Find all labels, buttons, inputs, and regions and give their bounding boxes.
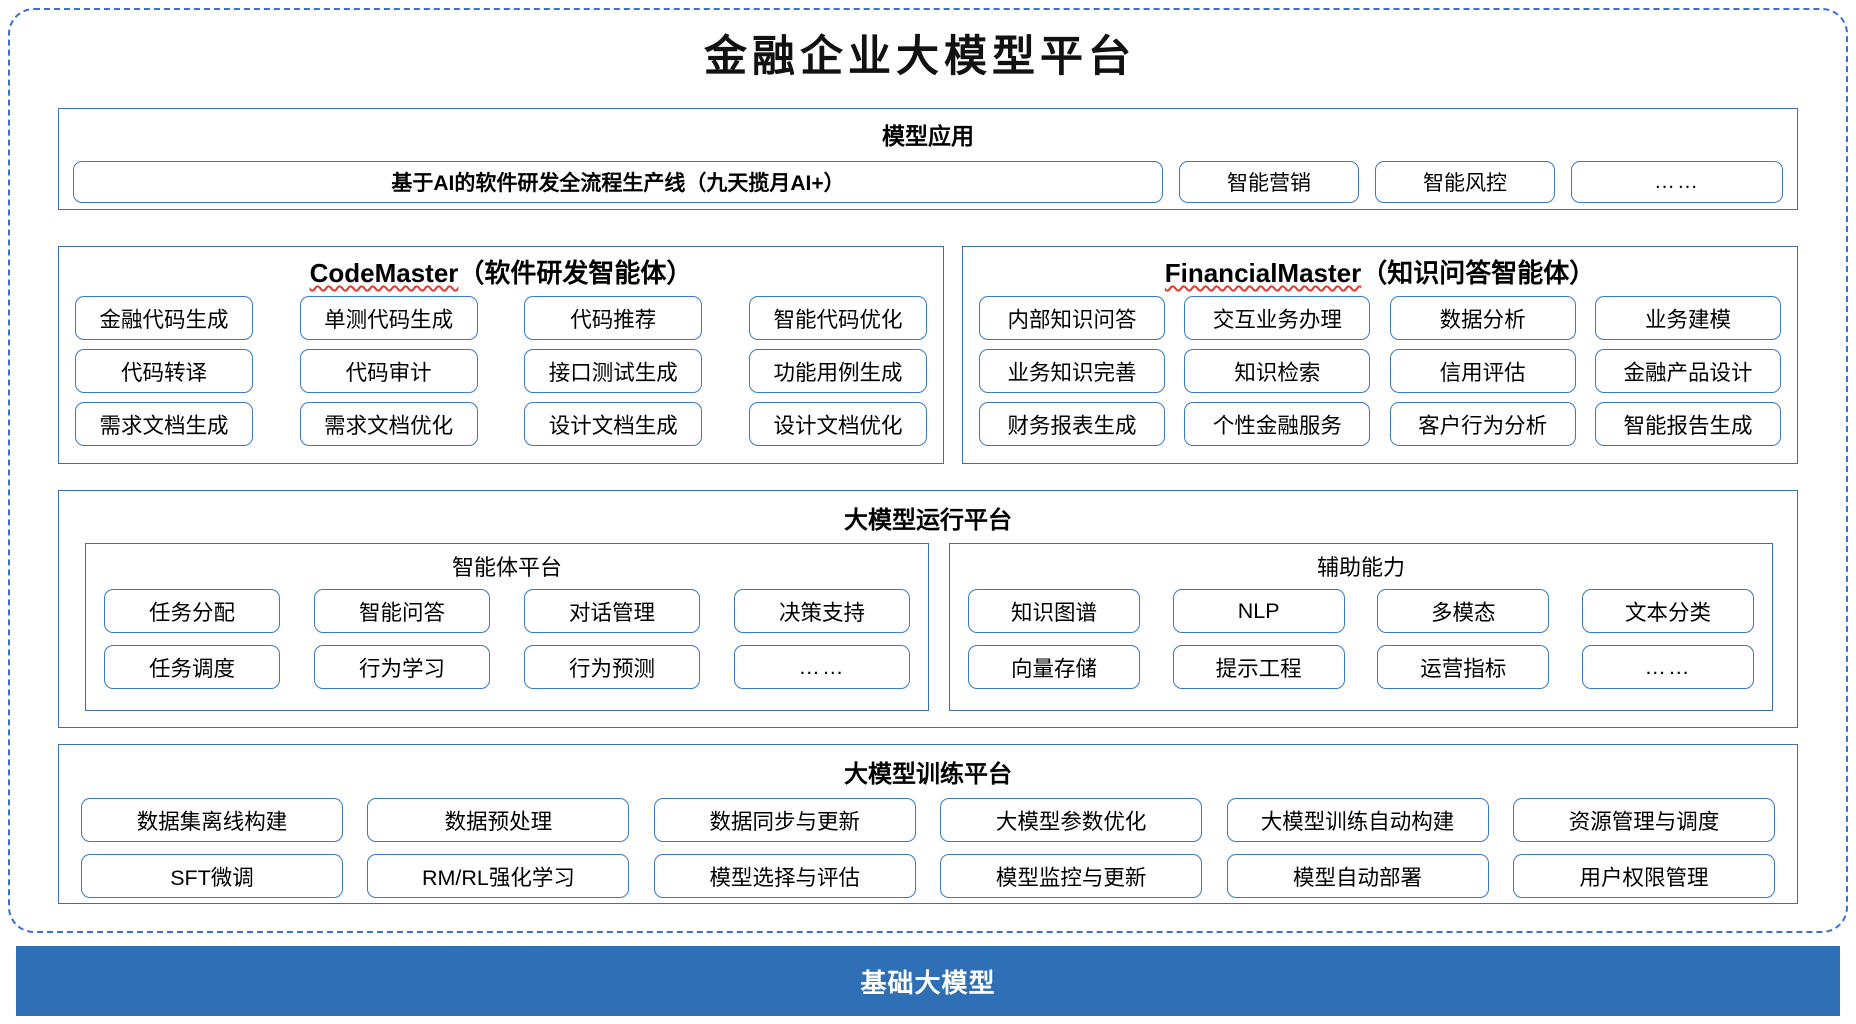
fm-pill-personal-finance-service[interactable]: 个性金融服务 [1184, 402, 1371, 446]
ac-pill-text-classification[interactable]: 文本分类 [1581, 589, 1754, 633]
financialmaster-panel: FinancialMaster（知识问答智能体） 内部知识问答 交互业务办理 数… [962, 246, 1798, 464]
auxiliary-row-2: 向量存储 提示工程 运营指标 …… [968, 645, 1754, 689]
cm-pill-smart-code-optimize[interactable]: 智能代码优化 [748, 296, 927, 340]
ac-pill-multimodal[interactable]: 多模态 [1377, 589, 1550, 633]
financialmaster-title: FinancialMaster（知识问答智能体） [963, 253, 1797, 290]
cm-pill-design-doc-optimize[interactable]: 设计文档优化 [748, 402, 927, 446]
cm-pill-design-doc-gen[interactable]: 设计文档生成 [524, 402, 703, 446]
ac-pill-vector-store[interactable]: 向量存储 [968, 645, 1140, 689]
agent-platform-row-1: 任务分配 智能问答 对话管理 决策支持 [104, 589, 910, 633]
page-title: 金融企业大模型平台 [704, 32, 1136, 82]
auxiliary-capability-subpanel: 辅助能力 知识图谱 NLP 多模态 文本分类 向量存储 提示工程 运营指标 …… [949, 543, 1773, 711]
financialmaster-name: FinancialMaster [1164, 258, 1362, 288]
tp-pill-data-preprocess[interactable]: 数据预处理 [367, 798, 630, 842]
codemaster-name: CodeMaster [309, 258, 459, 288]
ac-pill-nlp[interactable]: NLP [1172, 589, 1345, 633]
cm-pill-unittest-code-gen[interactable]: 单测代码生成 [299, 296, 478, 340]
auxiliary-row-1: 知识图谱 NLP 多模态 文本分类 [968, 589, 1754, 633]
tp-pill-dataset-offline-build[interactable]: 数据集离线构建 [81, 798, 343, 842]
cm-pill-code-recommend[interactable]: 代码推荐 [524, 296, 703, 340]
ap-pill-task-scheduling[interactable]: 任务调度 [104, 645, 280, 689]
tp-pill-model-monitor-update[interactable]: 模型监控与更新 [940, 854, 1203, 898]
cm-pill-finance-code-gen[interactable]: 金融代码生成 [75, 296, 253, 340]
cm-pill-req-doc-gen[interactable]: 需求文档生成 [75, 402, 253, 446]
training-row-2: SFT微调 RM/RL强化学习 模型选择与评估 模型监控与更新 模型自动部署 用… [81, 854, 1775, 898]
ap-pill-smart-qa[interactable]: 智能问答 [314, 589, 490, 633]
agent-platform-subpanel: 智能体平台 任务分配 智能问答 对话管理 决策支持 任务调度 行为学习 行为预测… [85, 543, 929, 711]
fm-pill-interactive-business[interactable]: 交互业务办理 [1184, 296, 1371, 340]
ac-pill-ops-metrics[interactable]: 运营指标 [1377, 645, 1550, 689]
tp-pill-rm-rl[interactable]: RM/RL强化学习 [367, 854, 630, 898]
tp-pill-resource-management[interactable]: 资源管理与调度 [1512, 798, 1775, 842]
app-pill-ai-pipeline[interactable]: 基于AI的软件研发全流程生产线（九天揽月AI+） [73, 161, 1163, 203]
agent-platform-row-2: 任务调度 行为学习 行为预测 …… [104, 645, 910, 689]
tp-pill-model-param-optimize[interactable]: 大模型参数优化 [940, 798, 1203, 842]
auxiliary-capability-title: 辅助能力 [1316, 555, 1405, 580]
codemaster-suffix: （软件研发智能体） [458, 258, 693, 288]
base-model-band: 基础大模型 [16, 946, 1840, 1016]
tp-pill-data-sync-update[interactable]: 数据同步与更新 [653, 798, 916, 842]
app-pill-more[interactable]: …… [1571, 161, 1783, 203]
tp-pill-sft-finetune[interactable]: SFT微调 [81, 854, 343, 898]
fm-pill-financial-product-design[interactable]: 金融产品设计 [1594, 349, 1781, 393]
tp-pill-model-select-eval[interactable]: 模型选择与评估 [653, 854, 916, 898]
codemaster-title: CodeMaster（软件研发智能体） [59, 253, 943, 290]
tp-pill-user-permission[interactable]: 用户权限管理 [1512, 854, 1775, 898]
ap-pill-more[interactable]: …… [734, 645, 910, 689]
fm-pill-smart-report-gen[interactable]: 智能报告生成 [1594, 402, 1781, 446]
ap-pill-task-allocation[interactable]: 任务分配 [104, 589, 280, 633]
model-application-panel: 模型应用 基于AI的软件研发全流程生产线（九天揽月AI+） 智能营销 智能风控 … [58, 108, 1798, 210]
ap-pill-decision-support[interactable]: 决策支持 [734, 589, 910, 633]
financialmaster-suffix: （知识问答智能体） [1361, 258, 1596, 288]
ac-pill-prompt-engineering[interactable]: 提示工程 [1172, 645, 1345, 689]
fm-pill-data-analysis[interactable]: 数据分析 [1389, 296, 1576, 340]
training-row-1: 数据集离线构建 数据预处理 数据同步与更新 大模型参数优化 大模型训练自动构建 … [81, 798, 1775, 842]
fm-pill-business-knowledge[interactable]: 业务知识完善 [979, 349, 1165, 393]
codemaster-row-3: 需求文档生成 需求文档优化 设计文档生成 设计文档优化 [75, 402, 927, 446]
cm-pill-api-test-gen[interactable]: 接口测试生成 [524, 349, 703, 393]
cm-pill-code-audit[interactable]: 代码审计 [299, 349, 478, 393]
cm-pill-function-case-gen[interactable]: 功能用例生成 [748, 349, 927, 393]
ap-pill-behavior-learning[interactable]: 行为学习 [314, 645, 490, 689]
tp-pill-model-auto-deploy[interactable]: 模型自动部署 [1226, 854, 1489, 898]
training-platform-title: 大模型训练平台 [844, 761, 1012, 788]
fm-pill-internal-knowledge-qa[interactable]: 内部知识问答 [979, 296, 1165, 340]
ac-pill-knowledge-graph[interactable]: 知识图谱 [968, 589, 1140, 633]
fm-pill-knowledge-retrieval[interactable]: 知识检索 [1184, 349, 1371, 393]
tp-pill-training-auto-build[interactable]: 大模型训练自动构建 [1226, 798, 1489, 842]
codemaster-row-1: 金融代码生成 单测代码生成 代码推荐 智能代码优化 [75, 296, 927, 340]
financialmaster-row-3: 财务报表生成 个性金融服务 客户行为分析 智能报告生成 [979, 402, 1781, 446]
financialmaster-row-1: 内部知识问答 交互业务办理 数据分析 业务建模 [979, 296, 1781, 340]
codemaster-row-2: 代码转译 代码审计 接口测试生成 功能用例生成 [75, 349, 927, 393]
cm-pill-req-doc-optimize[interactable]: 需求文档优化 [299, 402, 478, 446]
ap-pill-dialog-management[interactable]: 对话管理 [524, 589, 700, 633]
fm-pill-credit-assessment[interactable]: 信用评估 [1389, 349, 1576, 393]
model-application-title: 模型应用 [882, 123, 974, 149]
app-pill-smart-marketing[interactable]: 智能营销 [1179, 161, 1359, 203]
fm-pill-business-modeling[interactable]: 业务建模 [1594, 296, 1781, 340]
app-pill-smart-risk-control[interactable]: 智能风控 [1375, 161, 1555, 203]
runtime-platform-panel: 大模型运行平台 智能体平台 任务分配 智能问答 对话管理 决策支持 任务调度 行… [58, 490, 1798, 728]
model-application-row: 基于AI的软件研发全流程生产线（九天揽月AI+） 智能营销 智能风控 …… [73, 161, 1783, 203]
financialmaster-row-2: 业务知识完善 知识检索 信用评估 金融产品设计 [979, 349, 1781, 393]
fm-pill-customer-behavior-analysis[interactable]: 客户行为分析 [1389, 402, 1576, 446]
agent-platform-title: 智能体平台 [451, 555, 562, 580]
fm-pill-financial-report-gen[interactable]: 财务报表生成 [979, 402, 1165, 446]
codemaster-panel: CodeMaster（软件研发智能体） 金融代码生成 单测代码生成 代码推荐 智… [58, 246, 944, 464]
ap-pill-behavior-prediction[interactable]: 行为预测 [524, 645, 700, 689]
training-platform-panel: 大模型训练平台 数据集离线构建 数据预处理 数据同步与更新 大模型参数优化 大模… [58, 744, 1798, 904]
base-model-label: 基础大模型 [860, 967, 996, 998]
cm-pill-code-translate[interactable]: 代码转译 [75, 349, 253, 393]
runtime-platform-title: 大模型运行平台 [844, 507, 1012, 534]
ac-pill-more[interactable]: …… [1581, 645, 1754, 689]
